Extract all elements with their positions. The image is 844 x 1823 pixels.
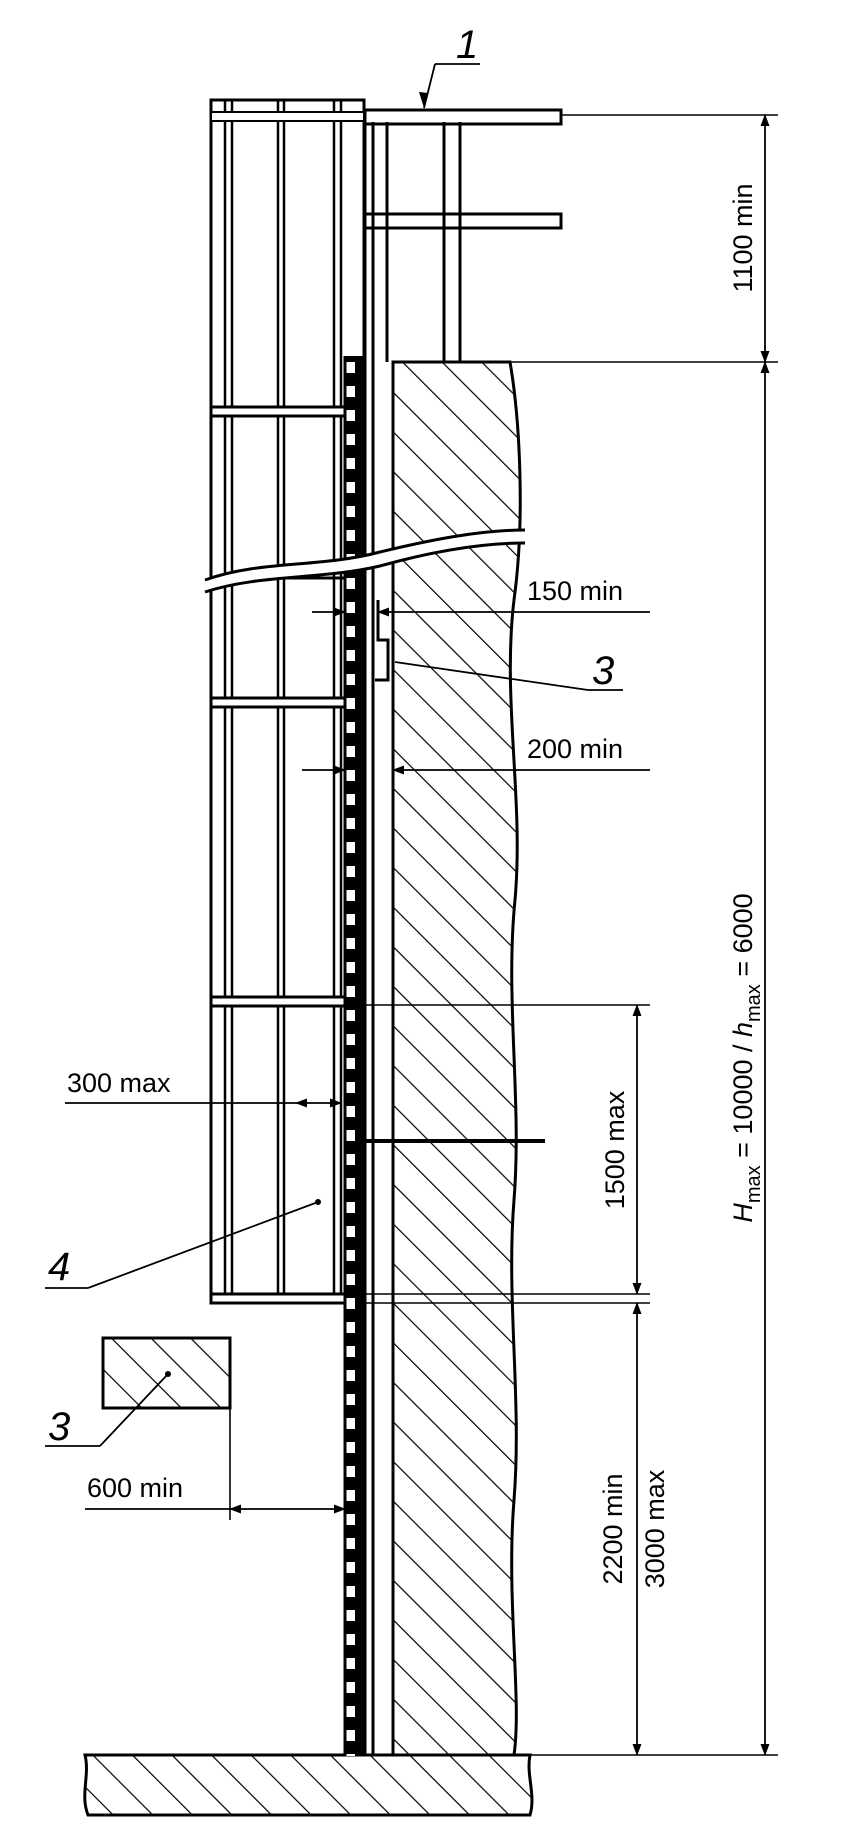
ref-4-label: 4 [48,1245,70,1289]
dim-3000-max: 3000 max [640,1469,670,1588]
dim-height-formula: Hmax = 10000 / hmax = 6000 [728,893,765,1222]
extension-lines [229,114,778,1756]
dim-2200-min: 2200 min [598,1473,628,1584]
ref-1-label: 1 [456,23,478,67]
dim-600-min: 600 min [87,1473,183,1503]
obstacle-bracket [375,600,390,682]
ref-3-lower-label: 3 [48,1405,70,1449]
ladder-rungs-front [345,356,365,1756]
dimension-lines [65,114,770,1756]
ref-3-upper-label: 3 [592,649,614,693]
safety-cage [209,98,366,1305]
wall-hatch [391,360,522,1757]
ground-hatch [83,1753,534,1817]
dim-1500-max: 1500 max [600,1090,630,1209]
break-line [204,528,526,594]
leader-dot [315,1199,321,1205]
dim-150-min: 150 min [527,576,623,606]
leader-lines [45,63,623,1447]
dim-1100-min: 1100 min [728,183,758,292]
top-guardrail [363,108,563,364]
dim-200-min: 200 min [527,734,623,764]
leader-dot [165,1371,171,1377]
leader-arrowhead [419,92,428,108]
dim-300-max: 300 max [67,1068,171,1098]
